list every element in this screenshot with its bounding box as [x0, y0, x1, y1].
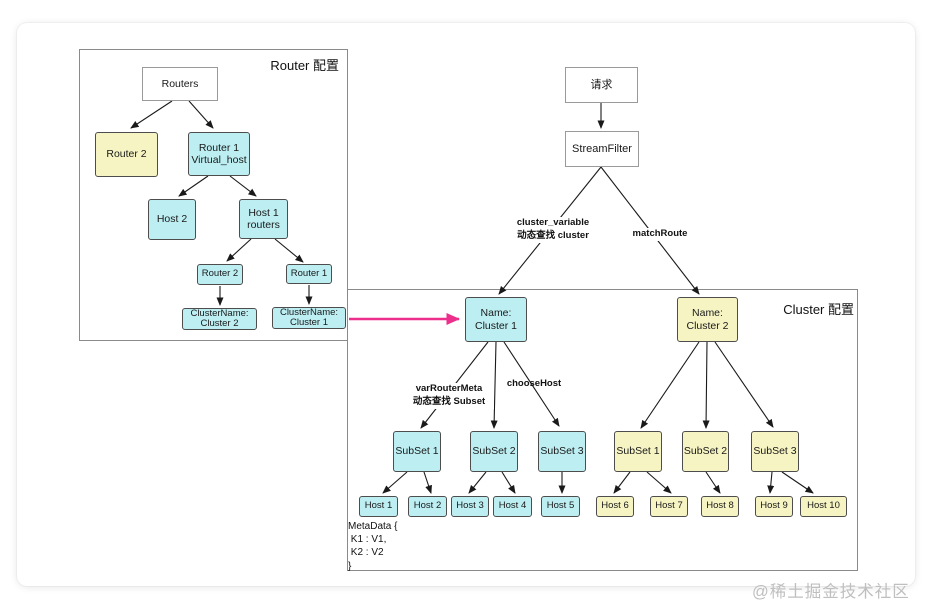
node-router-1-leaf: Router 1: [286, 264, 332, 284]
node-subset-c1-1: SubSet 1: [393, 431, 441, 472]
node-request: 请求: [565, 67, 638, 103]
metadata-block: MetaData { K1 : V1, K2 : V2 }: [348, 521, 398, 572]
node-router-1-virtual-host: Router 1 Virtual_host: [188, 132, 250, 176]
label-var-router-meta: varRouterMeta 动态查找 Subset: [404, 383, 494, 409]
panel-title-cluster: Cluster 配置: [783, 302, 854, 317]
label-match-route: matchRoute: [630, 228, 690, 241]
node-host-1-routers: Host 1 routers: [239, 199, 288, 239]
node-host-2b: Host 2: [408, 496, 447, 517]
node-subset-c2-1: SubSet 1: [614, 431, 662, 472]
node-host-2: Host 2: [148, 199, 196, 240]
node-host-6: Host 6: [596, 496, 634, 517]
node-host-8: Host 8: [701, 496, 739, 517]
node-subset-c2-2: SubSet 2: [682, 431, 729, 472]
node-cluster-2: Name: Cluster 2: [677, 297, 738, 342]
node-host-3: Host 3: [451, 496, 489, 517]
node-router-2-leaf: Router 2: [197, 264, 243, 285]
label-choose-host: chooseHost: [506, 378, 562, 389]
node-subset-c2-3: SubSet 3: [751, 431, 799, 472]
node-host-7: Host 7: [650, 496, 688, 517]
node-stream-filter: StreamFilter: [565, 131, 639, 167]
node-host-9: Host 9: [755, 496, 793, 517]
cluster2-tree-edges: [613, 341, 814, 494]
node-cluster-1: Name: Cluster 1: [465, 297, 527, 342]
panel-title-router: Router 配置: [270, 58, 339, 73]
node-host-5: Host 5: [541, 496, 580, 517]
node-host-10: Host 10: [800, 496, 847, 517]
node-clustername-cluster-1: ClusterName: Cluster 1: [272, 307, 346, 329]
diagram-card: Router 配置 Cluster 配置: [17, 23, 915, 586]
router-tree-edges: [130, 100, 313, 306]
node-subset-c1-2: SubSet 2: [470, 431, 518, 472]
watermark: @稀土掘金技术社区: [752, 583, 910, 601]
panel-router-config: Router 配置: [79, 49, 348, 341]
node-routers: Routers: [142, 67, 218, 101]
node-subset-c1-3: SubSet 3: [538, 431, 586, 472]
label-cluster-variable: cluster_variable 动态查找 cluster: [512, 217, 594, 243]
node-host-4: Host 4: [493, 496, 532, 517]
panel-cluster-config: Cluster 配置: [347, 289, 858, 571]
node-clustername-cluster-2: ClusterName: Cluster 2: [182, 308, 257, 330]
node-host-1: Host 1: [359, 496, 398, 517]
node-router-2: Router 2: [95, 132, 158, 177]
